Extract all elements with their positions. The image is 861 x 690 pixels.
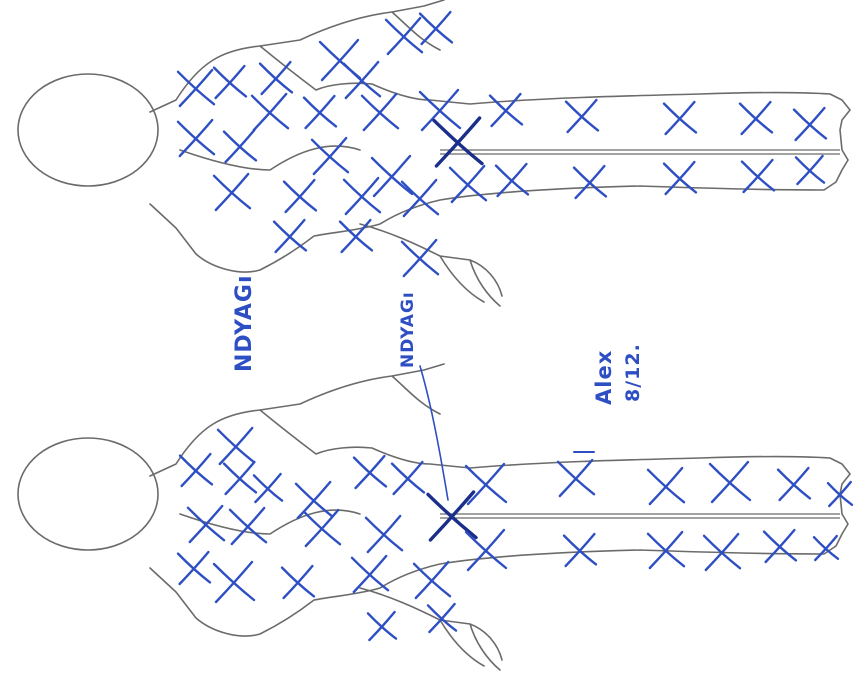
treatment-x-mark: [428, 492, 476, 540]
treatment-x-mark: [230, 508, 266, 544]
treatment-x-mark: [664, 162, 696, 194]
treatment-x-mark: [392, 462, 424, 494]
treatment-x-mark: [366, 516, 402, 552]
treatment-x-mark: [362, 94, 398, 130]
treatment-x-mark: [402, 180, 438, 216]
treatment-x-mark: [312, 138, 348, 174]
treatment-x-mark: [368, 612, 396, 640]
treatment-x-mark: [710, 462, 750, 502]
treatment-x-mark: [354, 456, 386, 488]
treatment-x-mark: [794, 108, 826, 140]
annotation-legs-date: 8/12.: [622, 343, 644, 402]
back-figure-outline: [18, 0, 850, 306]
annotation-pointer-line: [420, 366, 448, 500]
treatment-x-mark: [742, 160, 774, 192]
treatment-x-mark: [558, 460, 594, 496]
treatment-x-mark: [740, 102, 772, 134]
treatment-x-mark: [224, 130, 256, 162]
treatment-x-mark: [282, 566, 314, 598]
treatment-x-mark: [178, 552, 210, 584]
treatment-x-mark: [254, 474, 282, 502]
treatment-x-mark: [224, 462, 256, 494]
treatment-x-mark: [648, 468, 684, 504]
treatment-x-mark: [214, 174, 250, 210]
head-outline: [18, 438, 158, 550]
treatment-x-mark: [284, 180, 316, 212]
treatment-x-mark: [180, 454, 212, 486]
treatment-x-mark: [490, 94, 522, 126]
treatment-x-mark: [564, 534, 596, 566]
treatment-x-mark: [188, 506, 224, 542]
head-outline: [18, 74, 158, 186]
body-outline: [150, 364, 850, 636]
treatment-x-mark: [664, 102, 696, 134]
treatment-x-mark: [178, 120, 214, 156]
treatment-x-mark: [796, 156, 824, 184]
treatment-x-mark: [414, 562, 450, 598]
treatment-x-mark: [764, 530, 796, 562]
treatment-x-mark: [372, 156, 412, 196]
treatment-x-mark: [420, 12, 452, 44]
treatment-x-mark: [428, 604, 456, 632]
treatment-x-mark: [352, 556, 388, 592]
treatment-x-mark: [828, 482, 852, 506]
treatment-x-mark: [466, 464, 506, 504]
treatment-x-mark: [304, 96, 336, 128]
treatment-x-mark: [566, 100, 598, 132]
treatment-x-mark: [574, 166, 606, 198]
annotation-arm: NDYAGı: [232, 274, 257, 372]
treatment-x-mark: [260, 62, 292, 94]
treatment-x-mark: [344, 62, 380, 98]
treatment-x-mark: [218, 428, 254, 464]
hand-outline: [360, 224, 502, 306]
treatment-x-mark: [340, 220, 372, 252]
treatment-x-mark: [402, 240, 438, 276]
treatment-x-mark: [214, 562, 254, 602]
front-figure-outline: [18, 364, 850, 670]
treatment-x-mark: [304, 510, 340, 546]
treatment-x-mark: [274, 220, 306, 252]
annotation-legs-name: Alex: [592, 350, 616, 405]
treatment-x-mark: [778, 468, 810, 500]
body-outline: [150, 0, 850, 272]
treatment-x-mark: [252, 94, 288, 130]
treatment-x-mark: [214, 66, 246, 98]
annotation-chest: NDYAGı: [398, 291, 418, 368]
